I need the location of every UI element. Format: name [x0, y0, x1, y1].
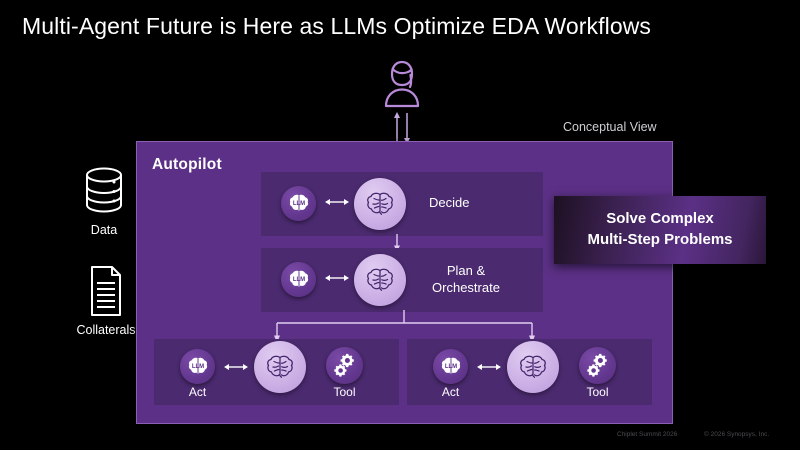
svg-text:LLM: LLM	[292, 277, 304, 283]
stage-label: Plan & Orchestrate	[432, 263, 500, 295]
database-icon	[72, 163, 136, 219]
gears-icon	[326, 347, 363, 384]
source-label: Collaterals	[76, 323, 136, 337]
stage-decide[interactable]: LLM	[261, 172, 543, 236]
act-label: Act	[441, 385, 460, 399]
source-data: Data	[72, 163, 136, 237]
autopilot-panel: Autopilot LLM	[136, 141, 673, 424]
double-arrow-icon	[325, 271, 349, 283]
stage-label: Decide	[429, 195, 470, 210]
svg-text:LLM: LLM	[444, 364, 456, 370]
conceptual-view-label: Conceptual View	[563, 120, 657, 134]
double-arrow-icon	[325, 195, 349, 207]
worker-group-left[interactable]: LLM Act	[154, 339, 399, 405]
llm-badge-icon: LLM	[281, 186, 316, 221]
llm-badge-icon: LLM	[281, 262, 316, 297]
source-collaterals: Collaterals	[68, 263, 144, 337]
double-arrow-icon	[477, 360, 501, 372]
brain-icon	[354, 178, 406, 230]
stage-plan-orchestrate[interactable]: LLM	[261, 248, 543, 312]
callout-box: Solve Complex Multi-Step Problems	[554, 196, 766, 264]
worker-group-right[interactable]: LLM Act	[407, 339, 652, 405]
page-title: Multi-Agent Future is Here as LLMs Optim…	[22, 13, 652, 39]
svg-text:LLM: LLM	[292, 201, 304, 207]
callout-line-2: Multi-Step Problems	[587, 231, 733, 248]
footer-copyright: © 2026 Synopsys, Inc.	[704, 431, 770, 438]
brain-icon	[354, 254, 406, 306]
brain-icon	[507, 341, 559, 393]
tool-label: Tool	[333, 385, 356, 399]
footer-event: Chiplet Summit 2026	[617, 431, 678, 438]
svg-text:LLM: LLM	[191, 364, 203, 370]
llm-badge-icon: LLM	[180, 349, 215, 384]
act-label: Act	[188, 385, 207, 399]
double-arrow-icon	[224, 360, 248, 372]
gears-icon	[579, 347, 616, 384]
document-icon	[68, 263, 144, 319]
callout-line-1: Solve Complex	[606, 210, 714, 228]
source-label: Data	[90, 223, 118, 237]
llm-badge-icon: LLM	[433, 349, 468, 384]
person-icon	[372, 58, 432, 110]
tool-label: Tool	[586, 385, 609, 399]
brain-icon	[254, 341, 306, 393]
autopilot-label: Autopilot	[152, 156, 222, 173]
up-down-arrows-icon	[385, 110, 419, 145]
